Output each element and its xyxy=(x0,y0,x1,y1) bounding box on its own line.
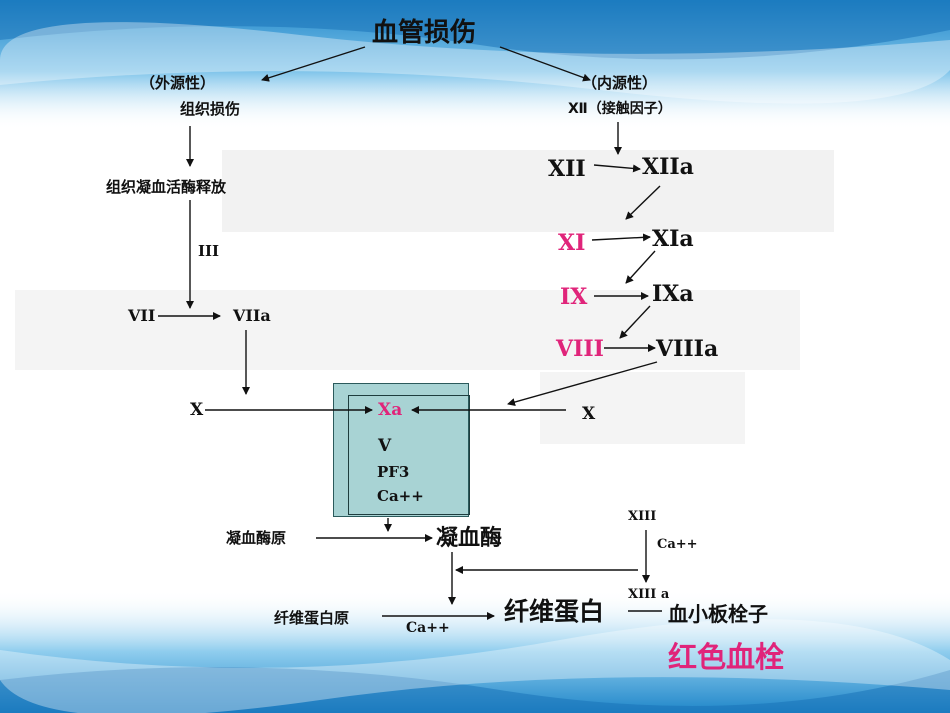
contact-factor-label: Ⅻ（接触因子） xyxy=(568,101,672,117)
factor-xii-label: XII xyxy=(548,156,586,182)
arrow-xii-to-xiia xyxy=(593,164,641,173)
arrow-viiia-to-box xyxy=(507,361,658,406)
factor-xiia-label: XIIa xyxy=(642,154,694,180)
calcium-xiii-label: Ca++ xyxy=(657,537,698,552)
calcium-fibrin-label: Ca++ xyxy=(406,620,450,636)
prothrombinase-inner-box xyxy=(348,395,470,515)
intrinsic-header: （内源性） xyxy=(582,74,658,92)
factor-viii-label: VIII xyxy=(556,336,604,362)
factor-viiia-label: VIIIa xyxy=(656,336,719,362)
diagram-title: 血管损伤 xyxy=(372,18,477,48)
factor-v-label: V xyxy=(378,436,392,456)
factor-x-right-label: X xyxy=(582,404,596,424)
red-thrombus-label: 红色血栓 xyxy=(668,640,785,674)
arrow-injury-to-extrinsic xyxy=(261,46,366,82)
arrow-ixa-to-viii xyxy=(619,305,651,339)
fibrinogen-label: 纤维蛋白原 xyxy=(274,609,350,627)
arrow-injury-to-intrinsic xyxy=(499,46,591,82)
factor-xia-label: XIa xyxy=(652,226,694,252)
factor-xi-label: XI xyxy=(558,230,586,256)
arrow-xiia-to-xi xyxy=(625,185,661,220)
factor-xiiia-label: XIII a xyxy=(628,587,670,602)
arrow-xi-to-xia xyxy=(591,233,651,242)
factor-x-left-label: X xyxy=(190,400,204,420)
factor-viia-label: VIIa xyxy=(233,306,271,325)
factor-ixa-label: IXa xyxy=(652,281,694,307)
factor-xiii-label: XIII xyxy=(628,509,657,524)
prothrombinase-complex-box xyxy=(333,383,469,517)
prothrombin-label: 凝血酶原 xyxy=(226,529,287,547)
tissue-injury-label: 组织损伤 xyxy=(180,100,241,118)
factor-vii-label: VII xyxy=(128,306,156,325)
extrinsic-header: （外源性） xyxy=(140,74,216,92)
arrow-xia-to-ix xyxy=(625,250,656,284)
fibrin-label: 纤维蛋白 xyxy=(504,597,605,626)
platelet-plug-label: 血小板栓子 xyxy=(668,602,768,626)
factor-ix-label: IX xyxy=(560,284,588,310)
pf3-label: PF3 xyxy=(377,463,410,481)
factor-xa-label: Xa xyxy=(378,400,403,420)
factor-iii-label: III xyxy=(198,242,220,260)
tissue-thromboplastin-release-label: 组织凝血活酶释放 xyxy=(106,178,227,196)
calcium-box-label: Ca++ xyxy=(377,487,424,505)
thrombin-label: 凝血酶 xyxy=(436,526,503,551)
